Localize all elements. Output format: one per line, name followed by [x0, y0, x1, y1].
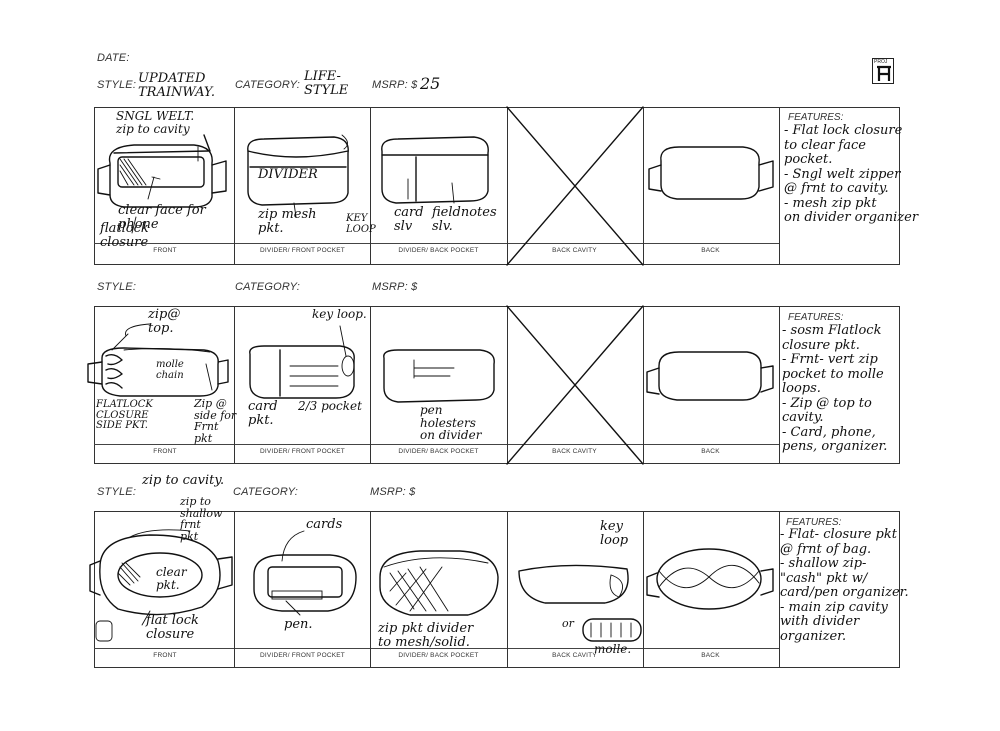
msrp-label: MSRP: $: [370, 486, 416, 498]
caption-line: [94, 444, 779, 445]
annotation: fieldnotes slv.: [432, 205, 497, 234]
features-text: - Flat- closure pkt @ frnt of bag. - sha…: [780, 527, 909, 644]
annotation: FLATLOCK CLOSURE SIDE PKT.: [96, 399, 153, 431]
sketch-back-bag: [646, 351, 774, 401]
sketch-back-cavity-empty: [506, 305, 644, 465]
column-divider: [643, 107, 644, 265]
annotation: zip mesh pkt.: [258, 207, 317, 236]
column-divider: [370, 511, 371, 668]
annotation: 2/3 pocket: [298, 399, 362, 413]
sketch-divider-front: [247, 134, 349, 218]
caption-back: BACK: [701, 652, 720, 659]
annotation: molle chain: [156, 359, 184, 381]
annotation: cards: [306, 517, 343, 532]
sketch-front-bag: [97, 134, 227, 234]
column-divider: [779, 511, 780, 668]
column-divider: [643, 511, 644, 668]
annotation: zip to cavity.: [142, 473, 225, 488]
annotation: zip pkt divider to mesh/solid.: [378, 621, 474, 650]
caption-divider-back: DIVIDER/ BACK POCKET: [398, 247, 479, 254]
sketch-grid: [94, 511, 900, 668]
caption-divider-back: DIVIDER/ BACK POCKET: [398, 448, 479, 455]
category-label: CATEGORY:: [235, 281, 300, 293]
annotation: key loop: [600, 519, 629, 548]
column-divider: [643, 306, 644, 464]
column-divider: [234, 306, 235, 464]
column-divider: [779, 107, 780, 265]
features-label: FEATURES:: [788, 312, 844, 323]
features-text: - sosm Flatlock closure pkt. - Frnt- ver…: [782, 323, 888, 455]
sketch-grid: [94, 107, 900, 265]
sketch-divider-back: [381, 136, 489, 204]
annotation: or: [562, 617, 574, 630]
caption-front: FRONT: [153, 448, 177, 455]
caption-front: FRONT: [153, 247, 177, 254]
annotation: key loop.: [312, 307, 367, 321]
features-text: - Flat lock closure to clear face pocket…: [784, 123, 919, 226]
sketch-divider-front: [253, 530, 357, 616]
msrp-value: 25: [420, 74, 441, 93]
category-value: LIFE- STYLE: [304, 69, 349, 98]
sketch-divider-back: [379, 550, 499, 616]
logo-mark-icon: [877, 65, 891, 81]
features-label: FEATURES:: [786, 517, 842, 528]
caption-line: [94, 648, 779, 649]
column-divider: [234, 511, 235, 668]
column-divider: [779, 306, 780, 464]
annotation: Zip @ side for Frnt pkt: [194, 397, 237, 445]
caption-divider-front: DIVIDER/ FRONT POCKET: [260, 247, 345, 254]
caption-divider-back: DIVIDER/ BACK POCKET: [398, 652, 479, 659]
caption-back: BACK: [701, 448, 720, 455]
sketch-front-bag: [87, 323, 229, 397]
sketch-front-bag: [89, 529, 233, 642]
annotation: DIVIDER: [258, 167, 318, 182]
sketch-back-bag: [648, 146, 774, 200]
annotation: flatlock closure: [100, 221, 149, 250]
annotation: card pkt.: [248, 399, 278, 428]
annotation: zip to shallow frnt pkt: [180, 495, 223, 543]
column-divider: [507, 306, 508, 464]
annotation: SNGL WELT. zip to cavity: [116, 109, 195, 136]
annotation: zip@ top.: [148, 307, 181, 336]
annotation: pen.: [284, 617, 313, 632]
caption-back-cavity: BACK CAVITY: [552, 247, 597, 254]
style-value: UPDATED TRAINWAY.: [138, 71, 215, 100]
sketch-back-cavity: [518, 564, 642, 642]
annotation: pen holesters on divider: [420, 403, 482, 443]
column-divider: [234, 107, 235, 265]
sketch-grid: [94, 306, 900, 464]
caption-front: FRONT: [153, 652, 177, 659]
logo-text: PROJ: [874, 59, 888, 65]
msrp-label: MSRP: $: [372, 281, 418, 293]
caption-back-cavity: BACK CAVITY: [552, 652, 597, 659]
column-divider: [507, 107, 508, 265]
category-label: CATEGORY:: [235, 79, 300, 91]
column-divider: [370, 107, 371, 265]
date-label: DATE:: [97, 52, 130, 64]
category-label: CATEGORY:: [233, 486, 298, 498]
annotation: clear pkt.: [156, 565, 187, 592]
annotation: molle.: [594, 642, 632, 656]
style-label: STYLE:: [97, 79, 137, 91]
features-label: FEATURES:: [788, 112, 844, 123]
column-divider: [370, 306, 371, 464]
sketch-divider-back: [383, 349, 495, 403]
caption-line: [94, 243, 779, 244]
style-label: STYLE:: [97, 486, 137, 498]
annotation: clear face for phone: [118, 203, 206, 232]
caption-back: BACK: [701, 247, 720, 254]
annotation: flat lock closure: [146, 613, 199, 642]
msrp-label: MSRP: $: [372, 79, 418, 91]
sketch-back-cavity-empty: [506, 106, 644, 266]
annotation: card slv: [394, 205, 424, 234]
annotation: KEY LOOP: [346, 213, 376, 235]
column-divider: [507, 511, 508, 668]
style-label: STYLE:: [97, 281, 137, 293]
sketch-back-bag: [646, 548, 774, 610]
caption-divider-front: DIVIDER/ FRONT POCKET: [260, 448, 345, 455]
sketch-divider-front: [249, 325, 355, 399]
brand-logo: PROJ: [872, 58, 894, 84]
caption-back-cavity: BACK CAVITY: [552, 448, 597, 455]
caption-divider-front: DIVIDER/ FRONT POCKET: [260, 652, 345, 659]
